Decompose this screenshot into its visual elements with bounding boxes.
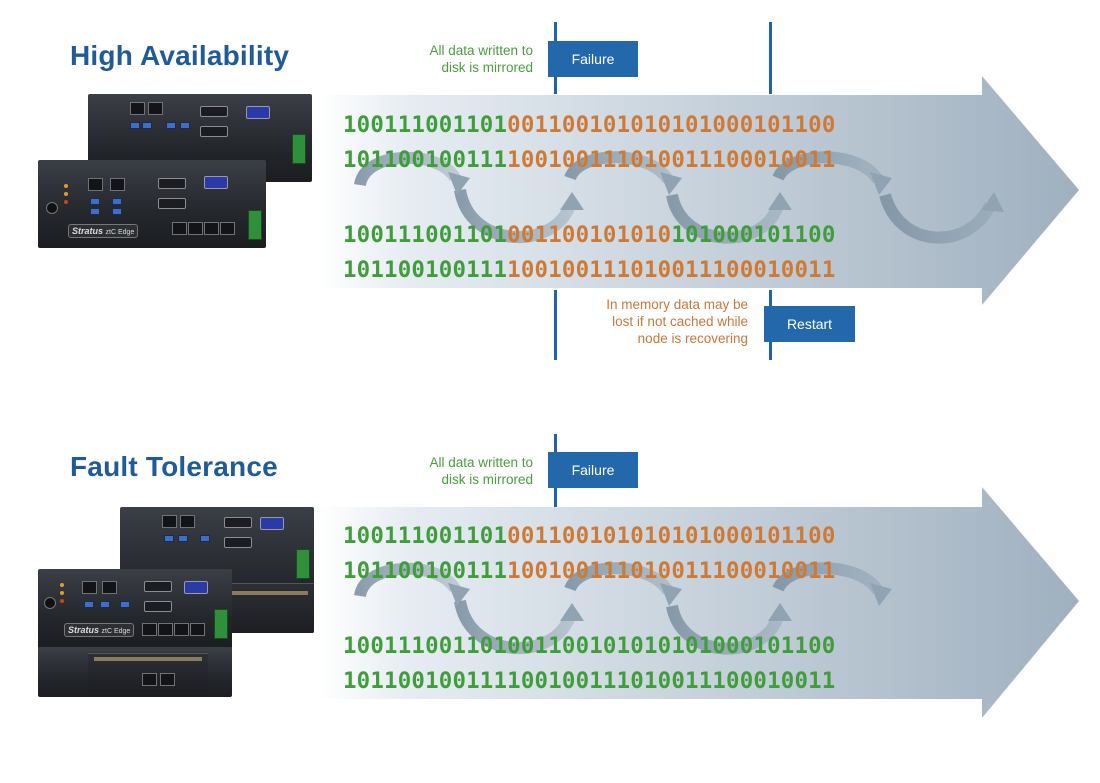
edge-device-front: Stratus ztC Edge bbox=[38, 160, 266, 248]
data-stream-arrow bbox=[318, 487, 1079, 718]
cycle-loops bbox=[354, 562, 884, 655]
bit-row-4: 101100100111100100111010011100010011 bbox=[343, 257, 836, 283]
cycle-loops bbox=[354, 151, 996, 244]
section-title: Fault Tolerance bbox=[70, 451, 278, 482]
bit-row-2: 101100100111100100111010011100010011 bbox=[343, 147, 836, 173]
restart-badge: Restart bbox=[764, 306, 855, 342]
memory-loss-note: In memory data may be lost if not cached… bbox=[606, 297, 748, 346]
expansion-module bbox=[38, 647, 232, 697]
mirrored-note: All data written to disk is mirrored bbox=[429, 455, 533, 487]
bit-row-4: 101100100111100100111010011100010011 bbox=[343, 668, 836, 694]
device-brand-label: Stratus ztC Edge bbox=[68, 224, 139, 238]
device-brand-label: Stratus ztC Edge bbox=[64, 623, 135, 637]
fault-tolerance-section: Fault Tolerance bbox=[0, 411, 1100, 783]
bit-row-1: 100111001101001100101010101000101100 bbox=[343, 523, 836, 549]
bit-row-1: 100111001101001100101010101000101100 bbox=[343, 112, 836, 138]
failure-badge: Failure bbox=[548, 41, 638, 77]
section-title: High Availability bbox=[70, 40, 290, 71]
failure-marker-line-lower bbox=[554, 290, 557, 360]
mirrored-note: All data written to disk is mirrored bbox=[429, 43, 533, 75]
power-button-icon bbox=[46, 202, 58, 214]
bit-row-3: 100111001101001100101010101000101100 bbox=[343, 633, 836, 659]
bit-row-2: 101100100111100100111010011100010011 bbox=[343, 558, 836, 584]
edge-device-front: Stratus ztC Edge bbox=[38, 569, 232, 649]
restart-marker-line bbox=[769, 22, 772, 94]
high-availability-section: High Availability bbox=[0, 0, 1100, 372]
failure-badge: Failure bbox=[548, 452, 638, 488]
data-stream-arrow bbox=[318, 76, 1079, 305]
bit-row-3: 100111001101001100101010101000101100 bbox=[343, 222, 836, 248]
power-button-icon bbox=[44, 597, 56, 609]
